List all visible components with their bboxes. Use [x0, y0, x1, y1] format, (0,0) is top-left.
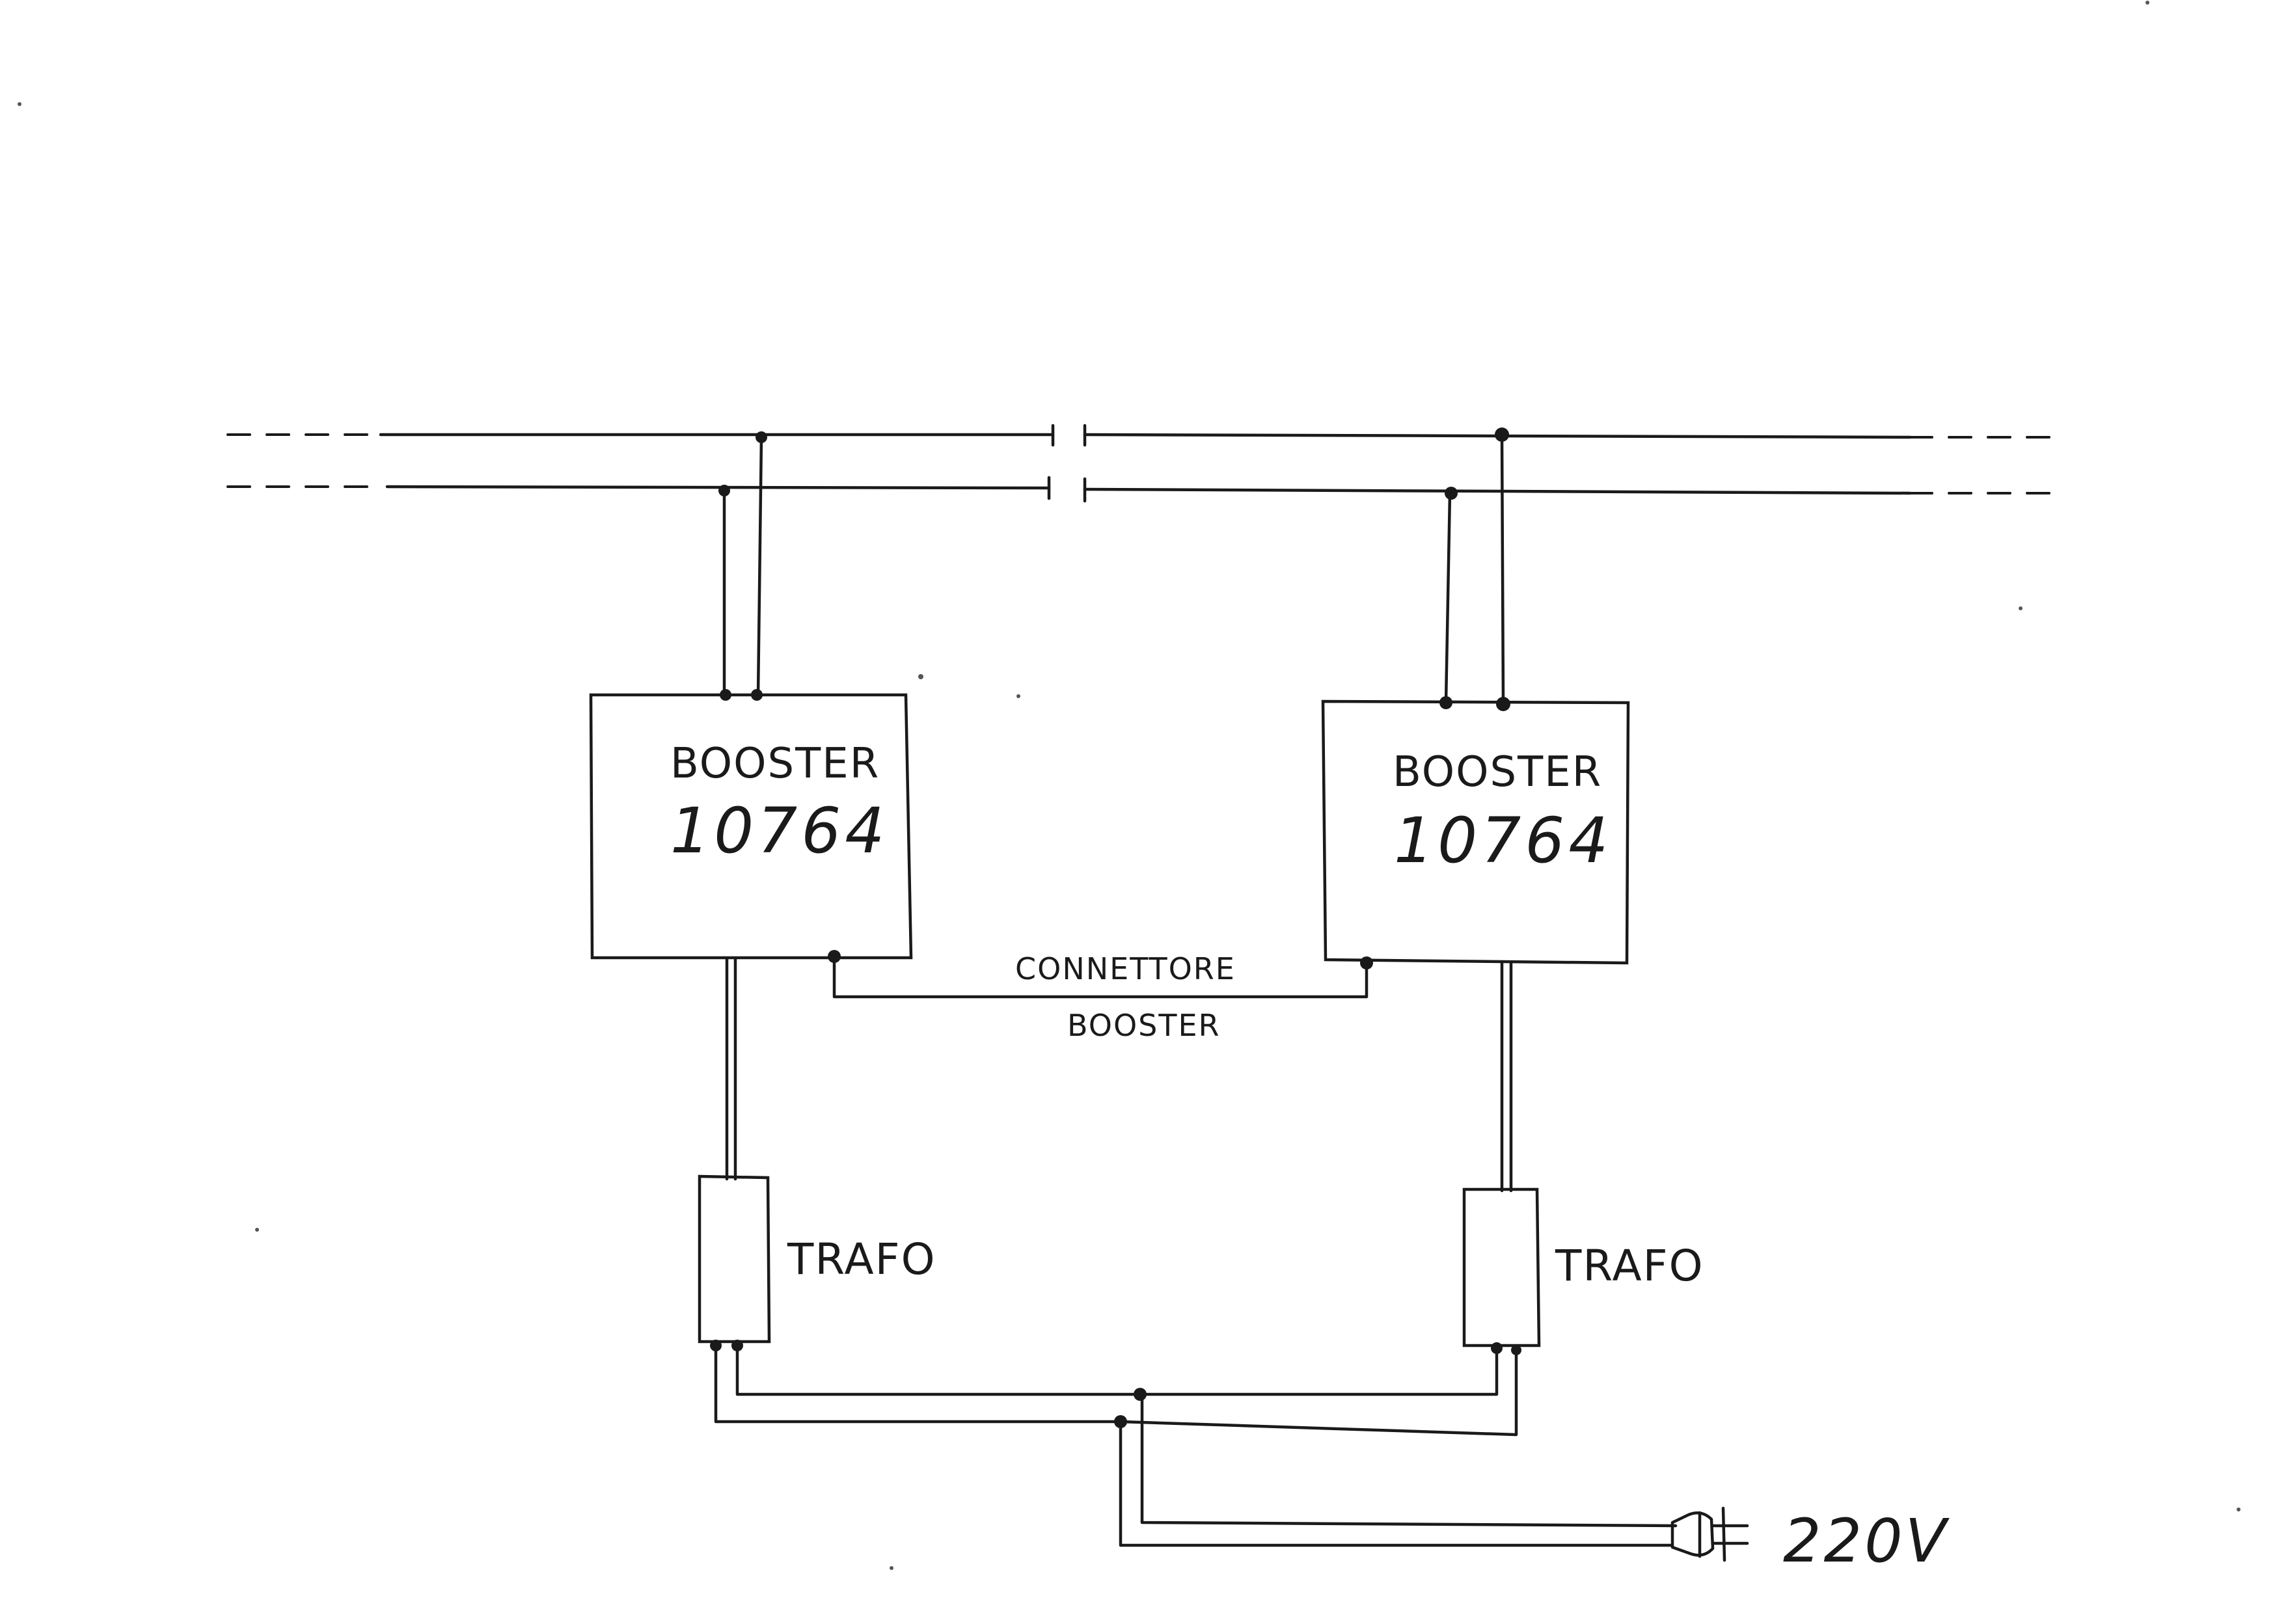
booster-left-model: 10764	[670, 794, 888, 867]
booster-right: BOOSTER 10764	[1321, 699, 1630, 969]
booster-right-label: BOOSTER	[1393, 748, 1602, 796]
isolation-gap	[1047, 424, 1087, 503]
scan-specks	[18, 1, 2241, 1570]
transformer-left-label: TRAFO	[787, 1234, 936, 1284]
connector-label-line1: CONNETTORE	[1015, 951, 1236, 986]
rail-bottom-left	[385, 485, 1051, 490]
track-rails	[226, 433, 2051, 495]
rail-junction-dots	[718, 427, 1510, 711]
feeder-wires	[722, 433, 1505, 706]
booster-trafo-cables	[725, 957, 1513, 1193]
booster-right-model: 10764	[1394, 804, 1612, 877]
transformer-right-label: TRAFO	[1555, 1241, 1704, 1291]
connector-label-line2: BOOSTER	[1067, 1008, 1221, 1043]
transformer-right: TRAFO	[1462, 1187, 1704, 1355]
rail-bottom-right	[1083, 487, 1912, 495]
booster-connector-cable: CONNETTORE BOOSTER	[832, 951, 1369, 1043]
booster-left-label: BOOSTER	[670, 740, 880, 788]
power-plug-icon	[1670, 1506, 1749, 1562]
mains-wiring	[714, 1344, 1678, 1547]
booster-left: BOOSTER 10764	[589, 693, 913, 963]
transformer-left: TRAFO	[698, 1174, 936, 1351]
supply-voltage-label: 220V	[1783, 1506, 1950, 1576]
